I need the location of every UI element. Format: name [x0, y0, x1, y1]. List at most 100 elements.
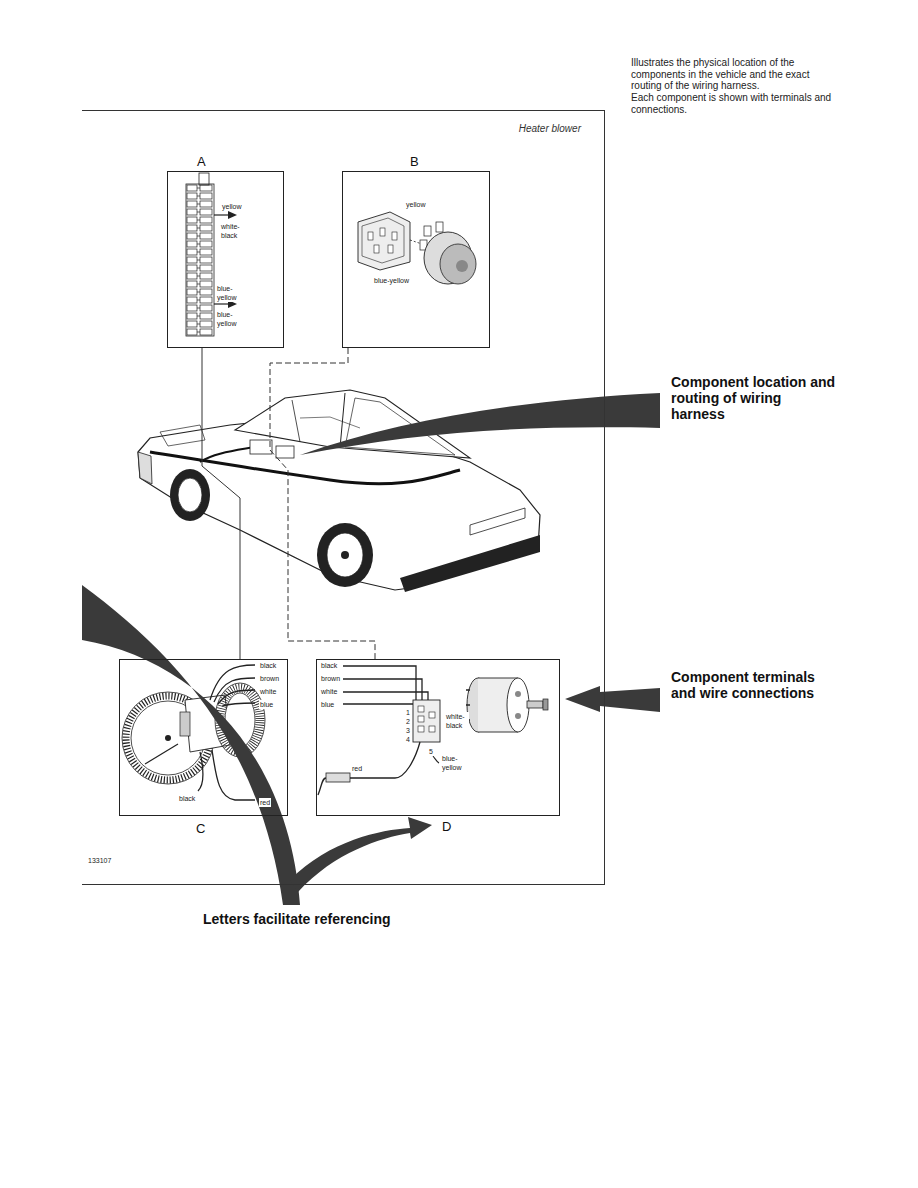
illustration-part — [290, 817, 432, 892]
illustration-part — [318, 778, 326, 795]
figure-number: 133107 — [88, 856, 111, 865]
wire-color: brown — [320, 674, 341, 683]
illustration-part — [198, 752, 203, 791]
wire-color: blue-yellow — [373, 276, 410, 285]
illustration-part — [436, 222, 443, 232]
illustration-part — [374, 245, 379, 253]
illustration-part — [300, 393, 660, 455]
illustration-part — [424, 226, 431, 236]
illustration-part — [327, 533, 363, 577]
wire-color: blue-yellow — [441, 754, 467, 772]
illustration-part — [380, 228, 385, 236]
illustration-part — [478, 732, 518, 733]
note-text: Each component is shown with terminals a… — [631, 92, 836, 115]
terminal-number: 4 — [405, 735, 411, 744]
illustration-part — [150, 452, 460, 484]
panel-box: Byellowblue-yellow — [342, 171, 490, 348]
illustration-part — [222, 703, 255, 706]
illustration-part — [392, 232, 397, 240]
illustration-part — [466, 704, 470, 706]
illustration-part — [507, 678, 529, 732]
reference-letter: D — [441, 820, 452, 834]
illustration-part — [317, 523, 373, 587]
wire-color: white — [259, 687, 277, 696]
wire-color: red — [259, 798, 271, 807]
terminal-number: 3 — [405, 726, 411, 735]
wire-color: black — [259, 661, 277, 670]
callout-text: Letters facilitate referencing — [203, 911, 391, 927]
wire-color: blue — [259, 700, 274, 709]
illustration-part — [470, 508, 525, 535]
illustration-part — [343, 692, 428, 700]
illustration-part — [210, 665, 255, 700]
wire-color: white — [320, 687, 338, 696]
blower-motor — [122, 665, 265, 800]
illustration-part — [343, 666, 416, 700]
callout-text: Component location and routing of wiring… — [671, 374, 836, 422]
wire-color: white-black — [220, 222, 244, 240]
illustration-part — [326, 773, 350, 782]
note-text: Illustrates the physical location of the… — [631, 57, 836, 92]
illustration-part — [138, 452, 152, 484]
illustration-part — [145, 744, 178, 764]
illustration-part — [343, 679, 422, 700]
illustration-part — [515, 713, 521, 719]
illustration-part — [214, 214, 228, 215]
wire-color: yellow — [221, 202, 242, 211]
illustration-part — [292, 400, 300, 442]
illustration-part — [440, 244, 476, 284]
illustration-part — [228, 211, 237, 219]
blower-switch — [358, 212, 476, 284]
illustration-part — [186, 184, 214, 336]
illustration-part — [418, 726, 424, 732]
illustration-part — [429, 712, 435, 718]
illustration-part — [413, 700, 440, 742]
illustration-part — [160, 425, 205, 446]
illustration-part — [214, 303, 228, 304]
frame-title: Heater blower — [518, 123, 582, 135]
reference-letter: B — [409, 155, 420, 169]
illustration-part — [276, 446, 294, 458]
diagram-frame: Heater blowerAyellow white-black blue-yell… — [82, 110, 605, 885]
illustration-part — [362, 218, 404, 263]
illustration-part — [515, 691, 521, 697]
illustration-part — [82, 585, 300, 905]
wire-color: yellow — [405, 200, 426, 209]
wire-color: black — [320, 661, 338, 670]
illustration-part — [250, 440, 272, 454]
callout-text: Component terminals and wire connections — [671, 669, 836, 701]
wire-color: blue-yellow — [216, 284, 242, 302]
illustration-part — [400, 535, 540, 592]
terminal-number: 2 — [405, 717, 411, 726]
reference-letter: A — [196, 155, 207, 169]
illustration-part — [429, 726, 435, 732]
wire-color: red — [351, 764, 363, 773]
illustration-part — [565, 686, 660, 712]
illustration-part — [543, 699, 548, 710]
illustration-part — [180, 712, 190, 736]
illustration-part — [300, 417, 360, 428]
wire-color: brown — [259, 674, 280, 683]
illustration-part — [341, 551, 349, 559]
illustration-part — [368, 232, 373, 240]
illustration-part — [433, 756, 439, 763]
illustration-part — [218, 690, 255, 704]
illustration-part — [170, 469, 210, 521]
illustration-part — [418, 706, 424, 712]
illustration-part — [456, 260, 468, 272]
panel-box: Ayellowwhite-blackblue-yellowblue-yellow — [167, 171, 284, 348]
illustration-part — [178, 478, 202, 512]
wiring-connector — [270, 348, 375, 659]
illustration-part — [165, 735, 171, 741]
illustration-part — [527, 701, 543, 708]
reference-letter: C — [195, 822, 206, 836]
illustration-part — [388, 245, 393, 253]
illustration-part — [466, 689, 470, 691]
wire-color: blue-yellow — [216, 310, 242, 328]
panel-box: Dblackbrownwhiteblue12345white-blackblue… — [316, 659, 560, 816]
wire-color: black — [178, 794, 196, 803]
pointer-swoosh — [82, 393, 660, 905]
